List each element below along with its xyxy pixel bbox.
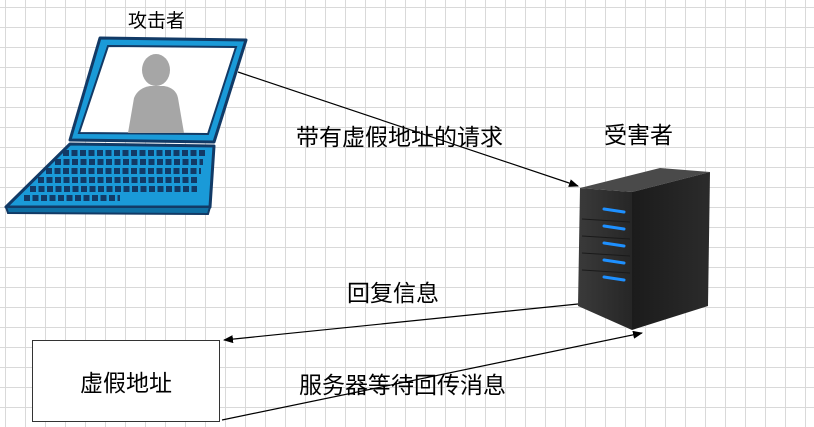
keyboard (24, 150, 205, 201)
wait-edge-label: 服务器等待回传消息 (299, 373, 506, 399)
server-led-lights (602, 207, 626, 282)
edge-request (237, 71, 579, 187)
spoofed-address-label: 虚假地址 (80, 371, 172, 397)
victim-label: 受害者 (604, 123, 673, 149)
edge-reply (223, 303, 579, 344)
reply-edge-label: 回复信息 (347, 281, 439, 307)
laptop-icon (4, 36, 248, 216)
attacker-label: 攻击者 (128, 10, 186, 32)
person-silhouette (128, 54, 184, 133)
spoofed-address-box: 虚假地址 (32, 340, 220, 422)
edge-wait (221, 330, 643, 421)
server-icon (578, 168, 710, 330)
request-edge-label: 带有虚假地址的请求 (296, 125, 503, 151)
